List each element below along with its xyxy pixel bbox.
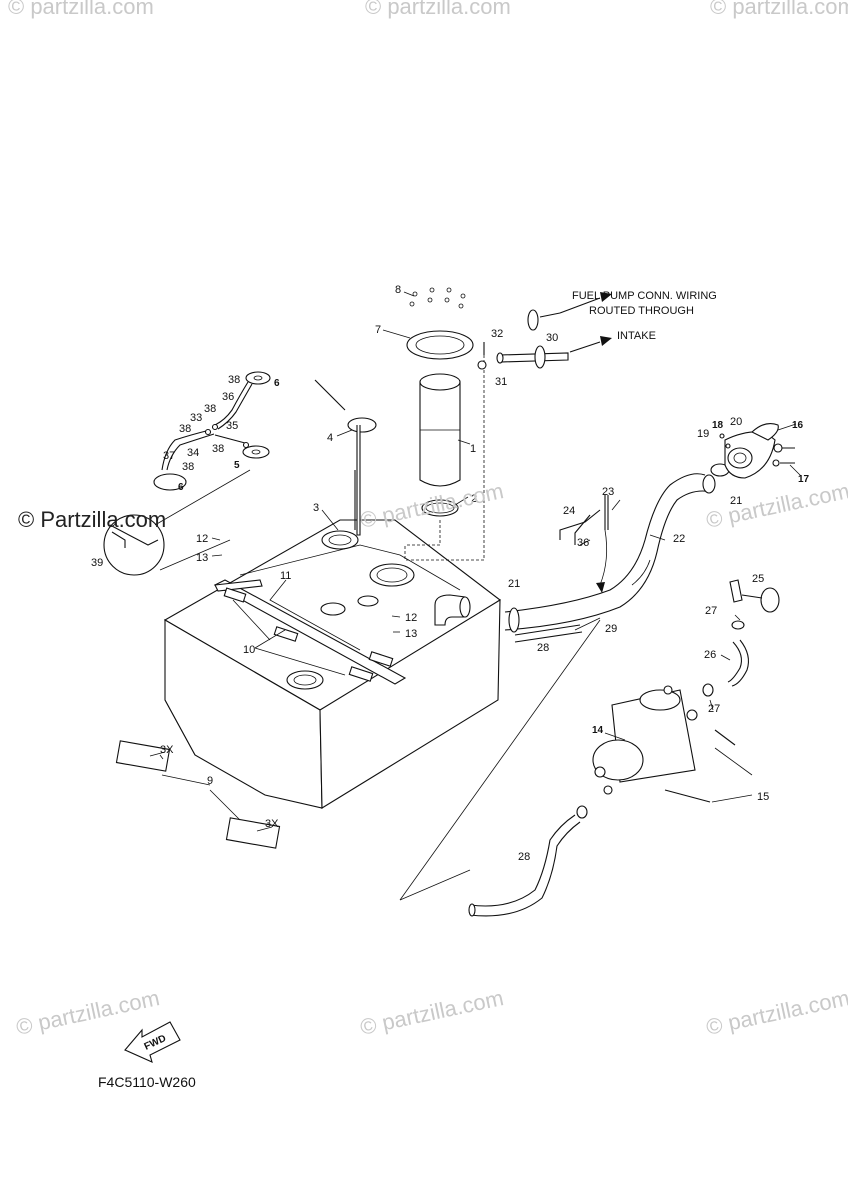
- callout-11: 11: [280, 570, 291, 582]
- callout-30: 30: [546, 332, 558, 344]
- callout-7: 7: [375, 324, 381, 336]
- qty-label-1: 3X: [160, 744, 174, 756]
- callout-25: 25: [752, 573, 764, 585]
- callout-17: 17: [798, 474, 810, 485]
- fuel-hose-28: [399, 619, 601, 917]
- breather-parts: [153, 371, 271, 491]
- filler-hose-22: [504, 463, 730, 643]
- fuel-tank: [163, 519, 501, 809]
- callout-12a: 12: [196, 533, 208, 545]
- callout-36b: 36: [577, 537, 589, 549]
- callout-3: 3: [313, 502, 319, 514]
- callout-6a: 6: [274, 378, 280, 389]
- callout-38d: 38: [212, 443, 224, 455]
- callout-39: 39: [91, 557, 103, 569]
- watermark-mid-center: © partzilla.com: [358, 478, 506, 533]
- note-intake: INTAKE: [617, 330, 656, 342]
- callout-9: 9: [207, 775, 213, 787]
- detail-39: [103, 469, 251, 576]
- callout-20: 20: [730, 416, 742, 428]
- callout-4: 4: [327, 432, 333, 444]
- callout-26: 26: [704, 649, 716, 661]
- pad-9: 3X 3X: [115, 740, 281, 849]
- callout-28a: 28: [537, 642, 549, 654]
- leader-lines: [211, 291, 802, 803]
- callout-21b: 21: [508, 578, 520, 590]
- bracket-23-24: [559, 495, 609, 593]
- callout-10: 10: [243, 644, 255, 656]
- callout-16: 16: [792, 420, 804, 431]
- watermark-top-right: © partzilla.com: [710, 0, 848, 19]
- callout-13a: 13: [196, 552, 208, 564]
- filler-neck-16: [719, 423, 795, 479]
- callout-18: 18: [712, 420, 724, 431]
- callout-38b: 38: [204, 403, 216, 415]
- watermark-bottom-right: © partzilla.com: [704, 985, 848, 1040]
- callout-36a: 36: [222, 391, 234, 403]
- callout-33: 33: [190, 412, 202, 424]
- callout-27a: 27: [705, 605, 717, 617]
- callout-2: 2: [471, 493, 477, 505]
- callout-14: 14: [592, 725, 604, 736]
- callout-1: 1: [470, 443, 476, 455]
- note-wiring-line1: FUEL PUMP CONN. WIRING: [572, 290, 717, 302]
- callout-13b: 13: [405, 628, 417, 640]
- callout-23: 23: [602, 486, 614, 498]
- callout-6b: 6: [178, 482, 184, 493]
- callout-22: 22: [673, 533, 685, 545]
- callout-28b: 28: [518, 851, 530, 863]
- callout-37: 37: [163, 450, 175, 462]
- callout-35: 35: [226, 420, 238, 432]
- note-wiring-line2: ROUTED THROUGH: [589, 305, 694, 317]
- callout-38e: 38: [182, 461, 194, 473]
- watermark-mid-right: © partzilla.com: [704, 478, 848, 533]
- grommet-parts: [477, 292, 612, 370]
- callout-24: 24: [563, 505, 575, 517]
- watermark-top-left: © partzilla.com: [8, 0, 154, 19]
- qty-label-2: 3X: [265, 818, 279, 830]
- fuel-filter-14: [592, 579, 780, 803]
- callout-15: 15: [757, 791, 769, 803]
- fuel-sender-4: [314, 379, 377, 536]
- callout-32: 32: [491, 328, 503, 340]
- watermark-bottom-center: © partzilla.com: [358, 985, 506, 1040]
- watermark-mid-left: © Partzilla.com: [18, 507, 166, 532]
- callout-5: 5: [234, 460, 240, 471]
- callout-38a: 38: [228, 374, 240, 386]
- callout-8: 8: [395, 284, 401, 296]
- watermark-bottom-left: © partzilla.com: [14, 985, 162, 1040]
- callout-29: 29: [605, 623, 617, 635]
- callout-12b: 12: [405, 612, 417, 624]
- callout-27b: 27: [708, 703, 720, 715]
- callout-34: 34: [187, 447, 199, 459]
- callout-38c: 38: [179, 423, 191, 435]
- drawing-code: F4C5110-W260: [98, 1074, 196, 1090]
- watermark-top-center: © partzilla.com: [365, 0, 511, 19]
- fwd-arrow-icon: FWD: [124, 1021, 181, 1063]
- callout-19: 19: [697, 428, 709, 440]
- callout-31: 31: [495, 376, 507, 388]
- callout-21a: 21: [730, 495, 742, 507]
- fuel-pump-assembly: [406, 287, 474, 517]
